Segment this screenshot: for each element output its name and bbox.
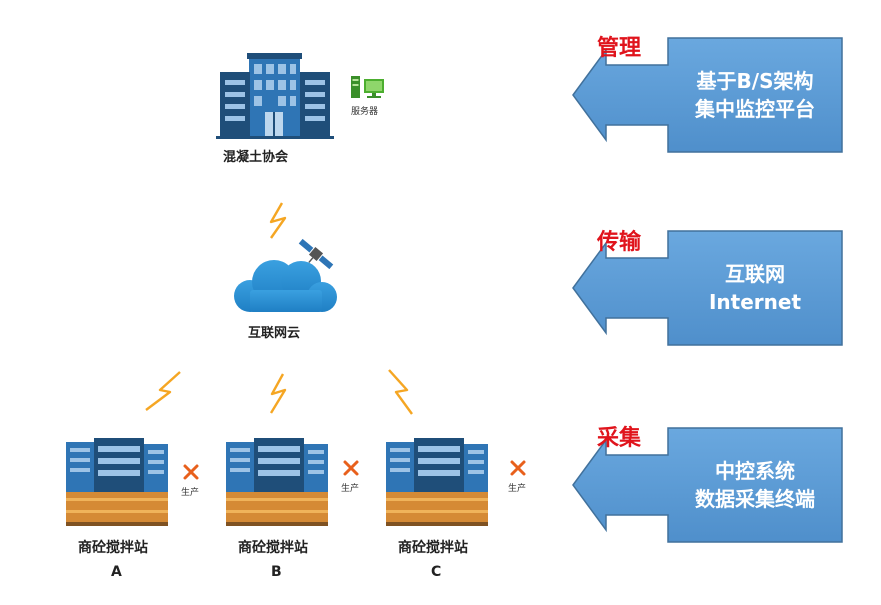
lightning-bolt-icon <box>145 371 181 411</box>
station-label: 商砼搅拌站 <box>238 540 308 556</box>
cloud-label: 互联网云 <box>248 326 301 341</box>
station-letter: A <box>111 564 122 580</box>
layer-text-line2: 集中监控平台 <box>695 97 815 121</box>
layer-text-line1: 互联网 <box>725 262 785 286</box>
layer-arrow-transmission <box>572 230 843 346</box>
tools-icon <box>183 464 199 480</box>
lightning-bolt-icon <box>269 373 287 414</box>
layer-text-line2: 数据采集终端 <box>695 487 815 511</box>
mixing-station-building-icon <box>226 438 328 526</box>
cloud-icon <box>234 260 337 312</box>
tool-label: 生产 <box>341 484 360 494</box>
tool-label: 生产 <box>181 488 200 498</box>
lightning-bolt-icon <box>269 202 287 239</box>
tools-icon <box>510 460 526 476</box>
station-letter: B <box>271 564 282 580</box>
server-label: 服务器 <box>351 107 379 117</box>
layer-arrow-management <box>572 37 843 153</box>
satellite-icon <box>298 238 334 270</box>
tool-label: 生产 <box>508 484 527 494</box>
layer-tag-collection: 采集 <box>597 426 642 451</box>
layer-text-line2: Internet <box>708 290 802 314</box>
tools-icon <box>343 460 359 476</box>
layer-tag-transmission: 传输 <box>597 230 642 255</box>
mixing-station-building-icon <box>386 438 488 526</box>
layer-text-line1: 中控系统 <box>715 459 795 483</box>
layer-tag-management: 管理 <box>597 36 642 61</box>
lightning-bolt-icon <box>388 369 413 415</box>
layer-arrow-collection <box>572 427 843 543</box>
association-label: 混凝土协会 <box>223 150 289 165</box>
station-letter: C <box>431 564 442 580</box>
station-label: 商砼搅拌站 <box>78 540 148 556</box>
server-monitor-icon <box>351 76 384 98</box>
layer-text-line1: 基于B/S架构 <box>696 69 814 93</box>
station-label: 商砼搅拌站 <box>398 540 468 556</box>
mixing-station-building-icon <box>66 438 168 526</box>
association-building-icon <box>216 53 334 139</box>
